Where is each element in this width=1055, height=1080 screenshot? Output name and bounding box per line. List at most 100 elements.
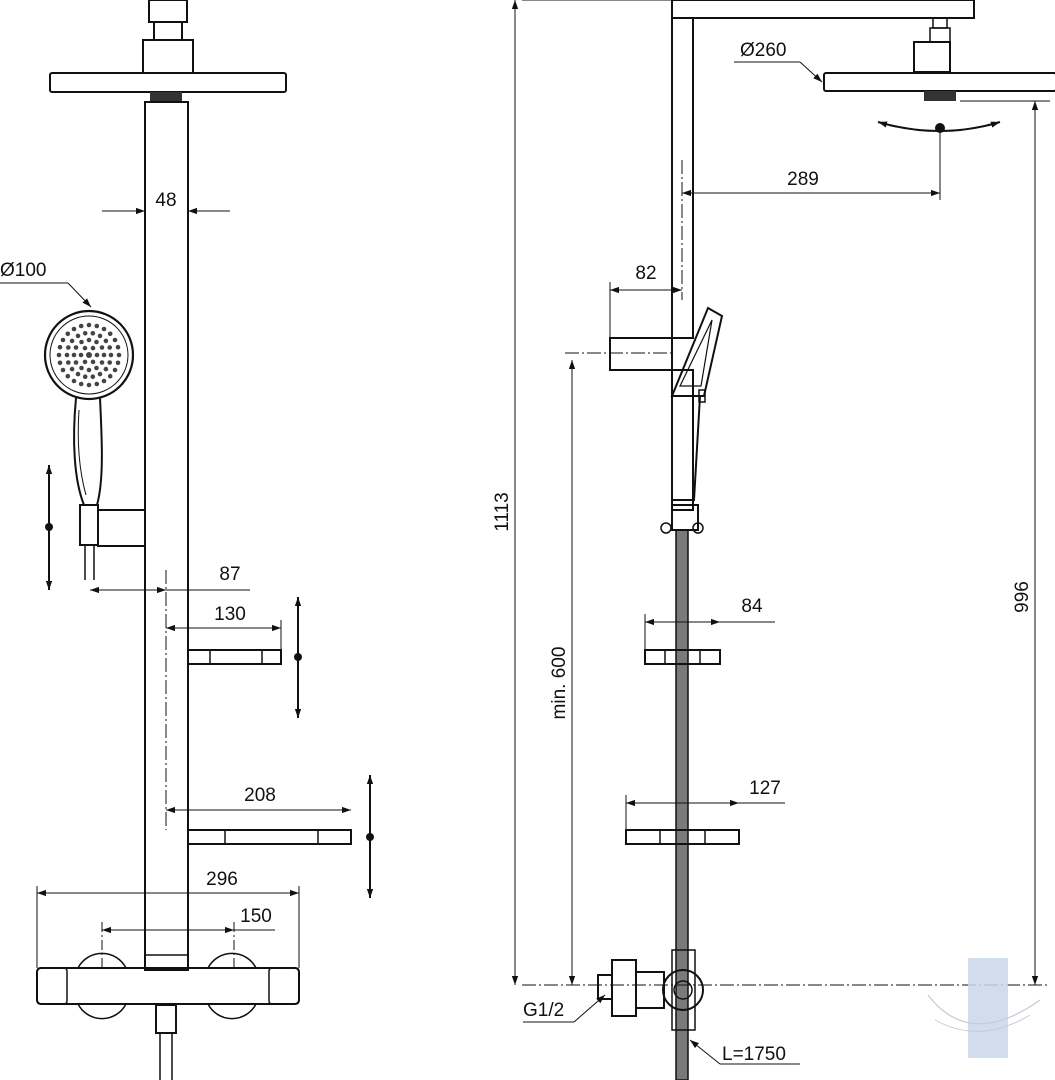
head-nut (150, 92, 182, 102)
dim-996-label: 996 (1012, 581, 1033, 613)
dim-296-label: 296 (206, 869, 238, 890)
nozzle (101, 378, 107, 384)
nozzle (73, 360, 79, 365)
dim-996: 996 (960, 100, 1050, 985)
nozzle (97, 333, 103, 339)
nozzle (107, 360, 112, 365)
side-shelf-small (644, 649, 721, 665)
nozzle (75, 333, 81, 339)
dim-82-label: 82 (635, 263, 656, 284)
dim-208-label: 208 (244, 785, 276, 806)
dim-150-label: 150 (240, 906, 272, 927)
side-mixer (597, 949, 704, 1031)
dim-84-label: 84 (741, 596, 763, 617)
nozzle (107, 331, 113, 337)
nozzle (108, 352, 114, 358)
nozzle (86, 337, 92, 343)
side-main-bar (671, 17, 694, 339)
nozzle (82, 359, 88, 365)
nozzle (86, 352, 92, 358)
nozzle (65, 373, 71, 379)
wall-bracket (609, 337, 673, 371)
dim-130: 130 (166, 604, 282, 650)
dim-87: 87 (90, 564, 250, 594)
dim-1113: 1113 (492, 0, 519, 985)
slide-arrow-shelf-small (294, 597, 302, 718)
dim-l1750-label: L=1750 (722, 1044, 786, 1065)
nozzle (65, 331, 71, 337)
slide-arrow-shelf-large (366, 775, 374, 898)
dim-g12-label: G1/2 (523, 1000, 564, 1021)
vannu-pasaule-logo (927, 958, 1041, 1058)
nozzle (90, 359, 96, 365)
nozzle (71, 378, 77, 384)
nozzle (64, 352, 70, 358)
side-shelf-large (625, 829, 740, 845)
nozzle (69, 338, 75, 344)
dim-289: 289 (682, 169, 940, 197)
side-overhead-arm (671, 0, 975, 19)
dim-d260: Ø260 (734, 40, 823, 83)
dim-150: 150 (101, 906, 275, 968)
nozzle (116, 352, 122, 358)
nozzle (73, 345, 79, 350)
nozzle (112, 337, 118, 343)
nozzle (82, 374, 88, 380)
front-view: 48 Ø100 87 130 208 296 (0, 0, 374, 1080)
nozzle (60, 367, 66, 373)
dim-82: 82 (609, 263, 682, 338)
dim-d260-label: Ø260 (740, 40, 786, 61)
side-view: Ø260 289 82 1113 min. 600 996 84 (492, 0, 1055, 1080)
nozzle (71, 352, 77, 358)
dim-d100: Ø100 (0, 260, 92, 308)
nozzle (66, 345, 71, 350)
nozzle (69, 366, 75, 372)
side-hand-shower (660, 306, 724, 534)
front-shelf-large (187, 829, 352, 845)
nozzle (78, 381, 84, 387)
dim-min600-label: min. 600 (549, 647, 570, 720)
dim-48-label: 48 (155, 190, 176, 211)
dim-87-label: 87 (219, 564, 240, 585)
nozzle (57, 344, 63, 350)
nozzle (90, 331, 96, 336)
dim-1113-label: 1113 (492, 492, 513, 531)
dim-296: 296 (36, 869, 300, 968)
dim-g12: G1/2 (523, 994, 606, 1023)
nozzle (90, 345, 96, 351)
dim-208: 208 (166, 785, 351, 814)
dim-d100-label: Ø100 (0, 260, 46, 281)
nozzle (94, 339, 99, 345)
nozzle (57, 360, 63, 366)
nozzle (86, 367, 92, 373)
nozzle (86, 382, 92, 388)
nozzle (97, 371, 103, 377)
nozzle (90, 374, 96, 380)
nozzle (82, 345, 88, 351)
nozzle (99, 345, 105, 350)
nozzle-pattern (56, 322, 122, 388)
dim-l1750: L=1750 (689, 1039, 800, 1065)
dim-127: 127 (625, 778, 785, 830)
nozzle (112, 367, 118, 373)
dim-48: 48 (102, 190, 230, 215)
nozzle (94, 352, 100, 358)
nozzle (78, 352, 84, 358)
hand-shower (43, 309, 146, 580)
nozzle (71, 326, 77, 332)
nozzle (56, 352, 62, 358)
front-shelf-small (187, 649, 282, 665)
dim-289-label: 289 (787, 169, 819, 190)
nozzle (94, 381, 100, 387)
nozzle (101, 326, 107, 332)
nozzle (75, 371, 81, 377)
nozzle (79, 339, 84, 345)
front-shower-head (49, 72, 287, 93)
dim-min600: min. 600 (549, 360, 576, 985)
nozzle (115, 360, 121, 366)
nozzle (107, 345, 112, 350)
nozzle (60, 337, 66, 343)
nozzle (78, 323, 84, 329)
nozzle (107, 373, 113, 379)
